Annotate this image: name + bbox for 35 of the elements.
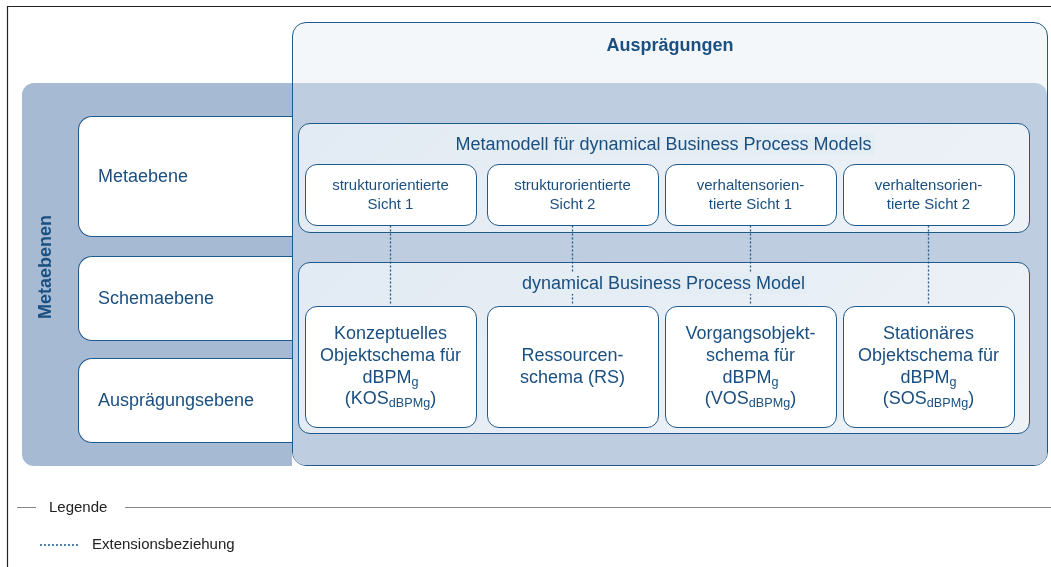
schema-box (304, 305, 477, 428)
dotted-connector (389, 224, 392, 307)
model-container (297, 122, 1030, 233)
layer-band (22, 83, 292, 466)
schema-box (486, 305, 659, 428)
level-label: Ausprägungsebene (98, 390, 255, 411)
box-label: Stationäres Objektschema für dBPM$_{g}$ (SOS$_{dBPMg}$) (856, 322, 1001, 411)
level-label: Schemaebene (98, 288, 215, 309)
dotted-connector (749, 224, 752, 307)
box-label: Vorgangsobjekt- schema für dBPM$_{g}$ (VOS$_{dBPMg}$) (684, 322, 817, 411)
box-label: strukturorientierte Sicht 1 (331, 176, 450, 213)
box-label: Ressourcen- schema (RS) (519, 344, 626, 389)
box-label: strukturorientierte Sicht 2 (513, 176, 632, 213)
box-label: verhaltensorien- tierte Sicht 2 (873, 176, 984, 213)
schema-box (842, 305, 1015, 428)
schema-box (664, 305, 837, 428)
instance-panel (292, 22, 1048, 466)
vertical-heading: Metaebenen (34, 214, 56, 319)
dotted-connector (571, 224, 574, 307)
level-row (78, 256, 292, 341)
view-box (304, 163, 477, 226)
group-title: Metamodell für dynamical Business Process Models (453, 132, 874, 155)
level-row (78, 116, 292, 237)
view-box (486, 163, 659, 226)
legend-label: Extensionsbeziehung (92, 535, 235, 552)
box-label: verhaltensorien- tierte Sicht 1 (695, 176, 806, 213)
dotted-connector (927, 224, 930, 307)
model-container (297, 261, 1030, 434)
box-label: Konzeptuelles Objektschema für dBPM$_{g}$ (KOS$_{dBPMg}$) (318, 322, 463, 411)
level-label: Metaebene (98, 166, 189, 187)
panel-heading: Ausprägungen (606, 35, 734, 55)
level-row (78, 358, 292, 443)
view-box (842, 163, 1015, 226)
view-box (664, 163, 837, 226)
group-title: dynamical Business Process Model (519, 271, 808, 294)
